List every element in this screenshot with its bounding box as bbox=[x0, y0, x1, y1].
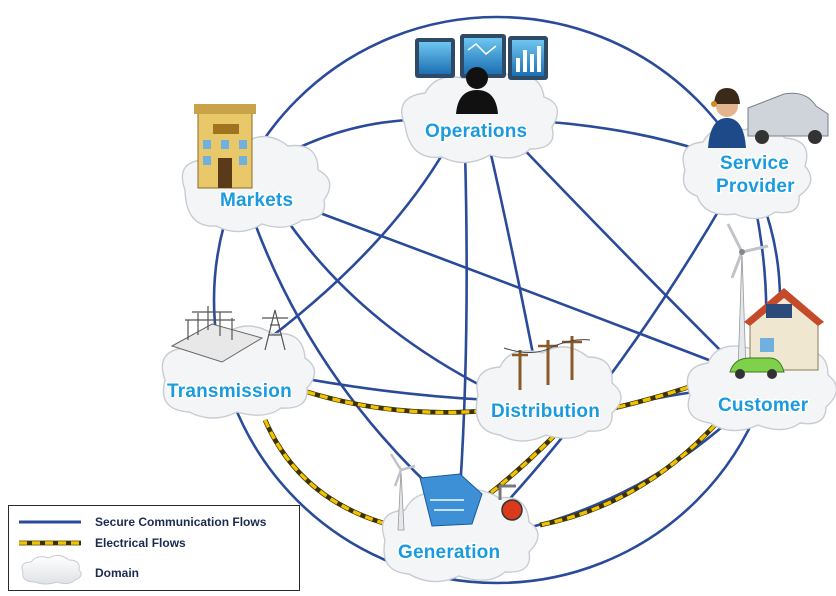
legend-electrical-label: Electrical Flows bbox=[95, 536, 186, 550]
substation-transmission-tower-icon bbox=[170, 306, 288, 363]
comm-flow-service-provider-generation bbox=[494, 199, 727, 516]
comm-flow-markets-distribution bbox=[278, 209, 511, 402]
domain-operations: Operations bbox=[401, 34, 559, 164]
legend: Secure Communication Flows Electrical Fl… bbox=[8, 505, 300, 591]
domain-service-provider: Service Provider bbox=[682, 88, 829, 220]
market-building-icon bbox=[194, 104, 256, 189]
domain-markets: Markets bbox=[181, 104, 331, 233]
comm-flow-operations-generation bbox=[458, 149, 468, 491]
domain-distribution: Distribution bbox=[475, 336, 622, 442]
power-plant-icon bbox=[389, 453, 523, 531]
domain-transmission: Transmission bbox=[161, 306, 316, 419]
comm-flow-markets-generation bbox=[248, 209, 451, 506]
elec-flow-distribution-customer bbox=[604, 376, 716, 412]
service-provider-label-line2: Provider bbox=[716, 176, 795, 197]
legend-communication-label: Secure Communication Flows bbox=[95, 515, 267, 529]
comm-flow-operations-customer bbox=[514, 139, 741, 371]
service-technician-truck-icon bbox=[708, 88, 829, 148]
comm-flow-markets-customer bbox=[284, 198, 736, 372]
service-provider-label-line1: Service bbox=[720, 153, 789, 174]
elec-flow-customer-generation bbox=[539, 423, 717, 527]
distribution-label: Distribution bbox=[491, 401, 600, 422]
customer-label: Customer bbox=[718, 395, 809, 416]
legend-domain-label: Domain bbox=[95, 566, 139, 580]
legend-domain-swatch bbox=[21, 554, 82, 585]
generation-label: Generation bbox=[398, 542, 500, 563]
control-room-operator-icon bbox=[415, 34, 548, 114]
utility-poles-icon bbox=[503, 336, 591, 390]
elec-flow-distribution-generation bbox=[486, 433, 557, 497]
elec-flow-transmission-generation bbox=[263, 419, 391, 527]
house-wind-turbine-car-icon bbox=[726, 223, 824, 379]
operations-label: Operations bbox=[425, 121, 527, 142]
domain-generation: Generation bbox=[381, 453, 539, 583]
transmission-label: Transmission bbox=[167, 381, 292, 402]
markets-label: Markets bbox=[220, 190, 293, 211]
domain-customer: Customer bbox=[686, 223, 836, 432]
